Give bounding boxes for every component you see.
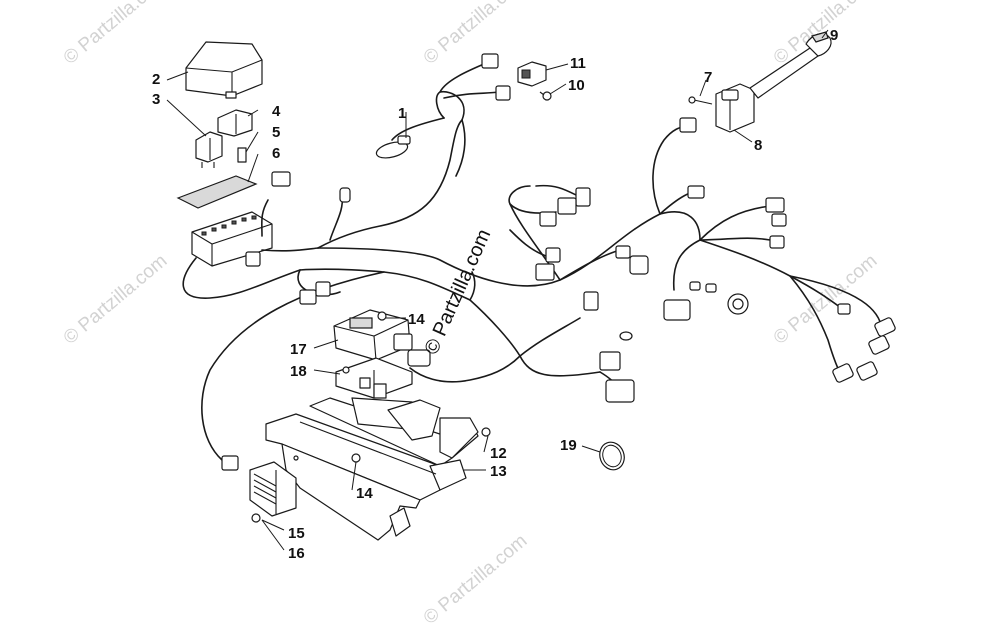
bolt <box>539 91 552 101</box>
callout-4: 4 <box>272 103 281 120</box>
watermark: © Partzilla.com <box>60 0 172 69</box>
watermark: © Partzilla.com <box>420 0 532 69</box>
callout-14-tray: 14 <box>356 485 373 502</box>
leader-lines <box>166 29 829 551</box>
mounting-tray <box>265 397 479 541</box>
tray-screw <box>481 427 491 437</box>
callout-5: 5 <box>272 124 280 141</box>
ecu-module <box>333 309 413 361</box>
callout-9: 9 <box>830 27 838 44</box>
main-harness <box>182 63 883 461</box>
callout-3: 3 <box>152 91 160 108</box>
callout-15: 15 <box>288 525 305 542</box>
relay <box>195 131 223 168</box>
coil-bolt <box>688 96 713 105</box>
watermark: © Partzilla.com <box>60 250 172 348</box>
sensor <box>517 61 547 87</box>
watermark: © Partzilla.com <box>420 530 532 625</box>
fuse <box>237 147 247 163</box>
ecu-screw <box>377 311 387 321</box>
callout-19: 19 <box>560 437 577 454</box>
ecu-connector <box>407 349 431 367</box>
callout-11: 11 <box>570 55 586 72</box>
callout-6: 6 <box>272 145 280 162</box>
center-watermark: © Partzilla.com <box>420 226 495 358</box>
callout-14-ecu: 14 <box>408 311 425 328</box>
ignition-coil <box>715 31 832 133</box>
callout-2: 2 <box>152 71 160 88</box>
fuse-box-cover <box>185 41 263 99</box>
callout-13: 13 <box>490 463 507 480</box>
fuse-decal <box>176 175 258 209</box>
ecu-bracket <box>335 357 413 399</box>
callout-1: 1 <box>398 105 406 122</box>
mini-relay <box>217 109 253 137</box>
regulator-bolt <box>251 513 261 523</box>
voltage-regulator <box>249 461 297 517</box>
callout-18: 18 <box>290 363 307 380</box>
cable-tie <box>599 441 625 471</box>
callout-12: 12 <box>490 445 507 462</box>
coil-connector <box>679 117 697 133</box>
callout-16: 16 <box>288 545 305 562</box>
harness-connectors <box>221 53 896 471</box>
callout-10: 10 <box>568 77 585 94</box>
callout-8: 8 <box>754 137 762 154</box>
callout-17: 17 <box>290 341 307 358</box>
callout-labels: 1 2 3 4 5 6 7 8 9 10 11 12 13 14 14 15 1… <box>152 27 838 562</box>
callout-7: 7 <box>704 69 712 86</box>
